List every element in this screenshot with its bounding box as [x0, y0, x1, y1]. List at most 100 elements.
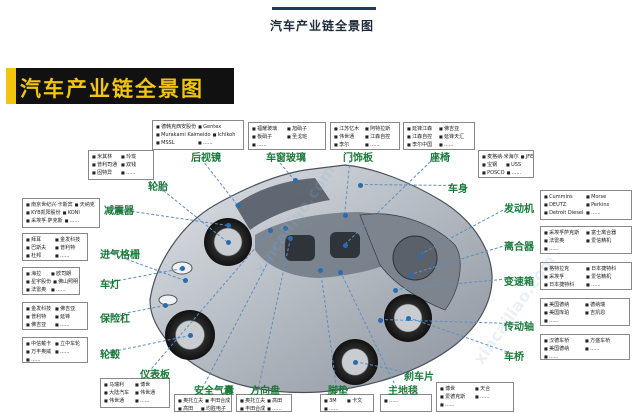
bumper-anchor-dot	[163, 303, 168, 308]
carpet-company-row: ......	[384, 397, 428, 405]
tire-company-name: 玲珑	[121, 153, 150, 161]
brake-pad-company-box: 博世天合爱德克斯............	[436, 382, 514, 412]
tire-company-row: 固特异......	[92, 169, 150, 177]
banner-accent	[6, 68, 16, 104]
tire-company-box: 米其林玲珑普利司通双钱固特异......	[88, 150, 154, 180]
drive-shaft-company-name: 吉凯恩	[585, 309, 626, 317]
headlight-label: 车灯	[100, 280, 120, 291]
clutch-company-box: 采埃孚萨克斯富士离合器法雷奥爱信精机......	[540, 226, 632, 254]
body-company-box: 麦格纳·米海尔JFE宝钢USSPOSCO......	[478, 150, 534, 178]
airbag-anchor-dot	[283, 226, 288, 231]
window-glass-company-row: 板硝子圣戈班	[252, 133, 322, 141]
body-company-name: POSCO	[482, 169, 507, 177]
axle-company-name: ......	[585, 345, 626, 353]
engine-anchor-dot	[418, 253, 423, 258]
wheel-hub-company-name: 中信戴卡	[26, 340, 55, 348]
floor-mat-company-name: 卡文	[347, 397, 370, 405]
axle-anchor-dot	[406, 316, 411, 321]
dashboard-company-name: 马瑞利	[104, 381, 135, 389]
floor-mat-company-name: ......	[324, 405, 370, 411]
bumper-company-name: 佛吉亚	[26, 321, 55, 329]
steering-wheel-company-row: 丰田合成......	[240, 405, 288, 411]
wheel-hub-label: 轮毂	[100, 350, 120, 361]
headlight-company-name: 星宇股份	[26, 278, 53, 286]
brake-pad-company-name: ......	[475, 393, 510, 401]
banner-title: 汽车产业链全景图	[20, 77, 204, 101]
body-company-name: JFE	[521, 153, 533, 161]
clutch-anchor-dot	[408, 273, 413, 278]
brake-pad-anchor-dot	[353, 360, 358, 365]
headlight-company-row: 星宇股份佛山照明	[26, 278, 78, 286]
shock-absorber-company-name: KYB凯阳股份	[26, 209, 63, 217]
intake-grille-company-name: 普利特	[55, 244, 84, 252]
banner: 汽车产业链全景图	[6, 68, 234, 104]
body-company-name: ......	[507, 169, 530, 177]
steering-wheel-company-name: 高田	[267, 397, 288, 405]
door-panel-anchor-dot	[343, 213, 348, 218]
gearbox-company-row: 日本捷特科......	[544, 281, 628, 289]
bumper-company-name: 金发科技	[26, 305, 55, 313]
brake-pad-company-name: 天合	[475, 385, 510, 393]
body-company-name: 宝钢	[482, 161, 506, 169]
intake-grille-company-name: 金发科技	[55, 236, 84, 244]
seat-anchor-dot	[343, 243, 348, 248]
headlight-company-name: 法雷奥	[26, 286, 51, 294]
body-anchor-dot	[358, 183, 363, 188]
shock-absorber-anchor-dot	[226, 223, 231, 228]
seat-company-name: 江森自控	[407, 133, 439, 141]
seat-company-name: 李尔中国	[407, 141, 439, 149]
header-rule	[272, 7, 376, 10]
drive-shaft-label: 传动轴	[504, 322, 534, 333]
floor-mat-company-box: 3M卡文......	[320, 394, 374, 412]
clutch-company-row: 采埃孚萨克斯富士离合器	[544, 229, 628, 237]
door-panel-company-name: 阿特拉斯	[365, 125, 396, 133]
shock-absorber-company-name: KONI	[63, 209, 96, 217]
engine-company-name: ......	[586, 209, 628, 217]
seat-company-name: 佛吉亚	[439, 125, 471, 133]
intake-grille-company-name: 杜邦	[26, 252, 55, 260]
door-panel-company-row: 李尔......	[334, 141, 396, 149]
engine-company-row: Detroit Diesel......	[544, 209, 628, 217]
drive-shaft-company-box: 美国德纳德纳瑞美国库珀吉凯恩......	[540, 298, 630, 326]
clutch-company-row: ......	[544, 245, 628, 253]
headlight-company-row: 海拉欧司朗	[26, 270, 76, 278]
axle-company-name: 美国德纳	[544, 345, 585, 353]
floor-mat-label: 脚垫	[328, 386, 348, 397]
rearview-mirror-company-box: 德韩克西安股份GentexMurakami KaimeidoIchikohMSS…	[152, 120, 244, 150]
carpet-company-name: ......	[384, 397, 428, 405]
window-glass-company-name: 圣戈班	[287, 133, 322, 141]
door-panel-company-row: 江苏忆木阿特拉斯	[334, 125, 396, 133]
airbag-company-name: 丰田合成	[205, 397, 231, 405]
floor-mat-company-row: 3M卡文	[324, 397, 370, 405]
intake-grille-company-name: ......	[55, 252, 84, 260]
headlight-company-name: 佛山照明	[53, 278, 79, 286]
tire-company-name: 普利司通	[92, 161, 121, 169]
brake-pad-company-name: 爱德克斯	[440, 393, 475, 401]
carpet-anchor-dot	[338, 270, 343, 275]
axle-company-row: 汉德车桥方盛车桥	[544, 337, 626, 345]
airbag-company-name: 均胜电子	[201, 405, 228, 411]
steering-wheel-anchor-dot	[288, 236, 293, 241]
wheel-hub-company-name: 立中车轮	[55, 340, 84, 348]
shock-absorber-label: 减震器	[104, 206, 134, 217]
tire-company-name: 米其林	[92, 153, 121, 161]
airbag-company-name: 奥托立夫	[178, 397, 205, 405]
bumper-company-box: 金发科技佛吉亚普利特延锋佛吉亚......	[22, 302, 88, 330]
dashboard-label: 仪表板	[140, 370, 170, 381]
bumper-company-name: 佛吉亚	[55, 305, 84, 313]
dashboard-company-name: 伟世通	[104, 397, 135, 405]
window-glass-anchor-dot	[293, 178, 298, 183]
dashboard-anchor-dot	[268, 228, 273, 233]
shock-absorber-company-row: 南京世纪兴·卡斯宾天纳克	[26, 201, 96, 209]
headlight-company-row: 法雷奥......	[26, 286, 76, 294]
window-glass-company-row: 福耀玻璃旭硝子	[252, 125, 322, 133]
window-glass-company-row: ......	[252, 141, 322, 149]
clutch-company-row: 法雷奥爱信精机	[544, 237, 628, 245]
gearbox-company-name: ......	[586, 281, 628, 289]
engine-company-name: Detroit Diesel	[544, 209, 586, 217]
headlight-right	[158, 294, 178, 306]
door-panel-company-name: 江苏忆木	[334, 125, 365, 133]
clutch-company-name: ......	[544, 245, 628, 253]
airbag-company-row: 高田均胜电子	[178, 405, 228, 411]
door-panel-company-row: 伟世通江森自控	[334, 133, 396, 141]
